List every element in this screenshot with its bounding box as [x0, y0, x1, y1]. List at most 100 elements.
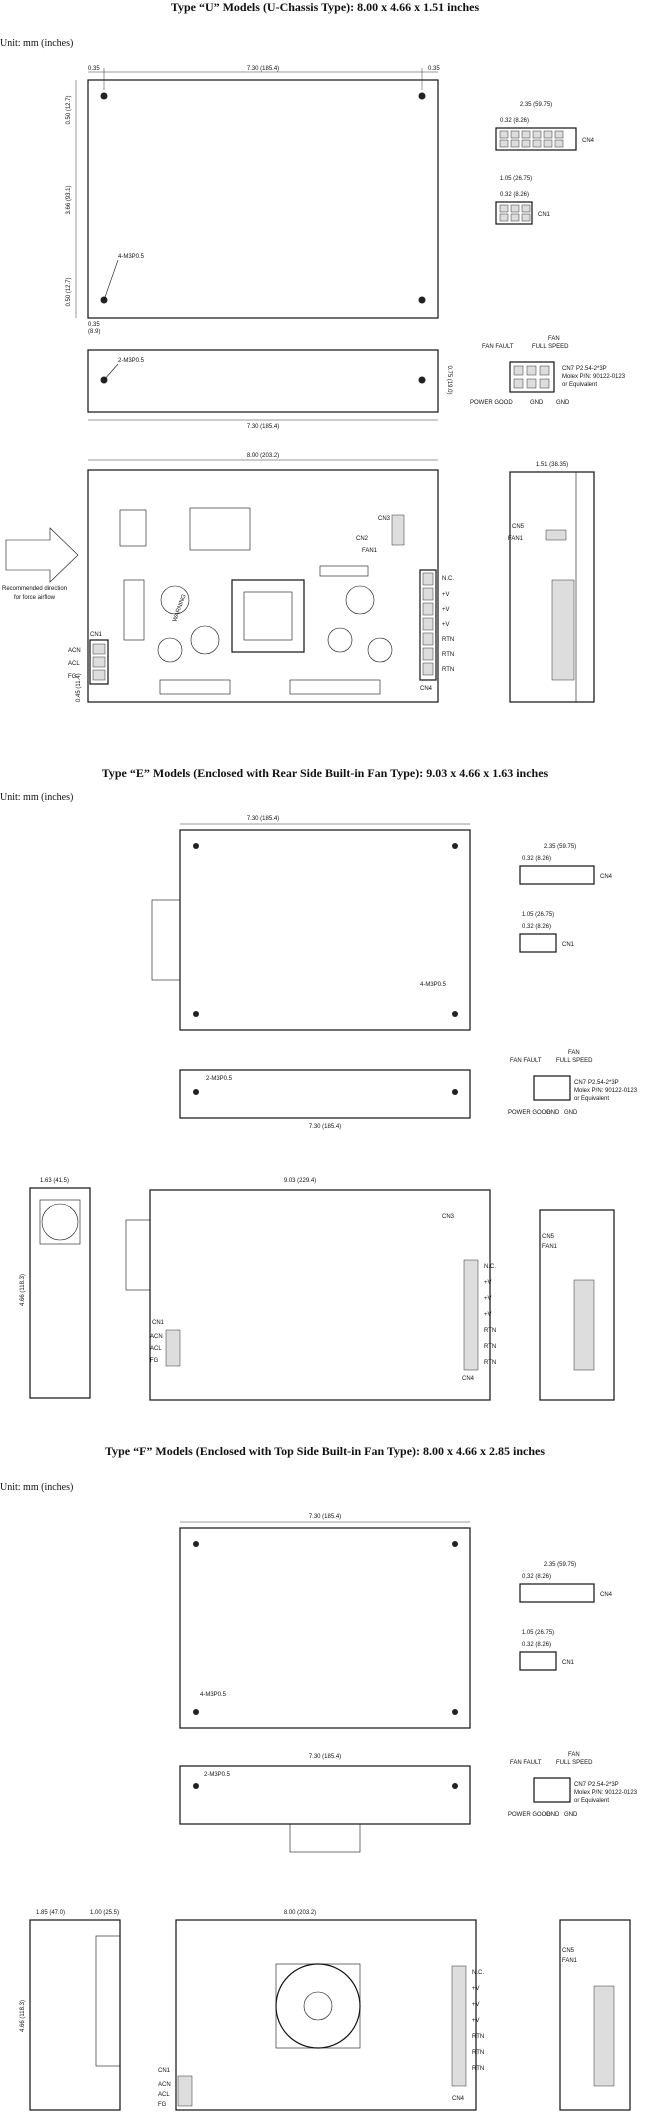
u-cn7-gnd2: GND — [556, 400, 570, 406]
f-cn7-spec1: P2.54-2*3P — [588, 1782, 619, 1788]
u-front-width: 8.00 (203.2) — [247, 453, 279, 459]
e-cn1-label: CN1 — [562, 942, 575, 948]
f-cn1-width: 1.05 (26.75) — [522, 1630, 554, 1636]
e-end-width: 1.63 (41.5) — [40, 1178, 69, 1184]
f-end-cn5: CN5 — [562, 1948, 575, 1954]
f-front-fg: FG — [158, 2102, 167, 2108]
f-cn4-pitch: 0.32 (8.26) — [522, 1574, 551, 1580]
e-front-width: 9.03 (229.4) — [284, 1178, 316, 1184]
u-connector-cn7: FAN FAULT FAN FULL SPEED CN7 P2.54-2*3P … — [470, 336, 626, 406]
f-out-6: RTN — [472, 2066, 484, 2072]
u-front-cn1: CN1 — [90, 632, 103, 638]
u-front-fg: FG — [68, 674, 77, 680]
e-front-cn1: CN1 — [152, 1320, 165, 1326]
f-out-4: RTN — [472, 2034, 484, 2040]
e-cn1-pitch: 0.32 (8.26) — [522, 924, 551, 930]
f-end-fan1: FAN1 — [562, 1958, 578, 1964]
e-cn7-fanfault: FAN FAULT — [510, 1058, 542, 1064]
u-cn1-width: 1.05 (26.75) — [500, 176, 532, 182]
f-out-5: RTN — [472, 2050, 484, 2056]
u-top-height: 3.66 (93.1) — [66, 185, 72, 214]
u-out-2: +V — [442, 607, 450, 613]
f-out-2: +V — [472, 2002, 480, 2008]
e-side-view: 2-M3P0.5 7.30 (185.4) — [179, 1069, 471, 1130]
u-out-0: N.C. — [442, 576, 454, 582]
section-u-drawing: 7.30 (185.4) 0.35 0.35 4-M3P0.5 0.50 (12… — [2, 66, 626, 703]
section-e-unit: Unit: mm (inches) — [0, 792, 74, 803]
f-cn7-pg: POWER GOOD — [508, 1812, 551, 1818]
u-out-4: RTN — [442, 637, 454, 643]
u-out-6: RTN — [442, 667, 454, 673]
e-cn7-spec3: or Equivalent — [574, 1096, 609, 1102]
u-cn7-spec1: P2.54-2*3P — [576, 366, 607, 372]
e-cn7-spec1: P2.54-2*3P — [588, 1080, 619, 1086]
f-end-height: 4.66 (118.3) — [20, 2000, 26, 2032]
e-side-width: 7.30 (185.4) — [309, 1124, 341, 1130]
e-cn7-label: CN7 — [574, 1080, 587, 1086]
f-front-acl: ACL — [158, 2092, 170, 2098]
u-cn7-fan: FAN — [548, 336, 560, 342]
u-top-view: 7.30 (185.4) 0.35 0.35 4-M3P0.5 0.50 (12… — [66, 66, 440, 335]
u-top-edge: 0.50 (12.7) — [66, 95, 72, 124]
u-end-cn5: CN5 — [512, 524, 525, 530]
e-end-fan1: FAN1 — [542, 1244, 558, 1250]
e-out-3: +V — [484, 1312, 492, 1318]
u-cn4-label: CN4 — [582, 138, 595, 144]
e-end-cn5: CN5 — [542, 1234, 555, 1240]
u-side-view: 2-M3P0.5 7.30 (185.4) 0.75 (19.0) — [87, 349, 452, 430]
f-side-width: 7.30 (185.4) — [309, 1754, 341, 1760]
u-top-bottom-edge: 0.50 (12.7) — [66, 277, 72, 306]
u-cn7-label: CN7 — [562, 366, 575, 372]
e-cn7-pg: POWER GOOD — [508, 1110, 551, 1116]
u-connector-cn1: 1.05 (26.75) 0.32 (8.26) CN1 — [495, 176, 551, 225]
f-connector-cn1: 1.05 (26.75) 0.32 (8.26) CN1 — [519, 1630, 575, 1671]
e-top-width: 7.30 (185.4) — [247, 816, 279, 822]
u-out-1: +V — [442, 592, 450, 598]
u-cn1-label: CN1 — [538, 212, 551, 218]
u-top-hole-label: 4-M3P0.5 — [118, 254, 145, 260]
e-front-acn: ACN — [150, 1334, 163, 1340]
f-end-view: CN5 FAN1 — [559, 1919, 631, 2111]
e-cn7-fullspeed: FULL SPEED — [556, 1058, 593, 1064]
u-top-right-offset: 0.35 — [428, 66, 440, 72]
f-front-cn4: CN4 — [452, 2096, 465, 2102]
f-side-view: 7.30 (185.4) 2-M3P0.5 — [179, 1754, 471, 1853]
f-cn1-pitch: 0.32 (8.26) — [522, 1642, 551, 1648]
e-end-height: 4.66 (118.3) — [20, 1274, 26, 1306]
e-front-acl: ACL — [150, 1346, 162, 1352]
u-top-offset-a: 0.35 — [88, 322, 100, 328]
u-cn1-pitch: 0.32 (8.26) — [500, 192, 529, 198]
f-cn7-fan: FAN — [568, 1752, 580, 1758]
u-top-left-offset: 0.35 — [88, 66, 100, 72]
f-top-hole: 4-M3P0.5 — [200, 1692, 227, 1698]
f-cn7-fanfault: FAN FAULT — [510, 1760, 542, 1766]
f-out-1: +V — [472, 1986, 480, 1992]
e-out-6: RTN — [484, 1360, 496, 1366]
e-cn4-pitch: 0.32 (8.26) — [522, 856, 551, 862]
u-top-offset-b: (8.9) — [88, 329, 100, 335]
u-end-width: 1.51 (38.35) — [536, 462, 568, 468]
f-cn4-label: CN4 — [600, 1592, 613, 1598]
e-out-1: +V — [484, 1280, 492, 1286]
e-front-fg: FG — [150, 1358, 159, 1364]
f-cn7-spec2: Molex P/N: 90122-0123 — [574, 1790, 638, 1796]
f-cn7-spec3: or Equivalent — [574, 1798, 609, 1804]
u-out-5: RTN — [442, 652, 454, 658]
u-cn7-gnd1: GND — [530, 400, 544, 406]
f-cn7-gnd2: GND — [564, 1812, 578, 1818]
e-cn4-label: CN4 — [600, 874, 613, 880]
f-out-3: +V — [472, 2018, 480, 2024]
f-cn7-fullspeed: FULL SPEED — [556, 1760, 593, 1766]
u-front-fan1: FAN1 — [362, 548, 378, 554]
u-cn4-width: 2.35 (59.75) — [520, 102, 552, 108]
f-front-cn1: CN1 — [158, 2068, 171, 2074]
e-front-cn3: CN3 — [442, 1214, 455, 1220]
e-connector-cn4: 2.35 (59.75) 0.32 (8.26) CN4 — [519, 844, 613, 885]
e-connector-cn7: FAN FAULT FAN FULL SPEED CN7 P2.54-2*3P … — [508, 1050, 638, 1116]
f-top-view: 7.30 (185.4) 4-M3P0.5 — [179, 1514, 471, 1729]
section-e-drawing: 7.30 (185.4) 4-M3P0.5 2.35 (59.75) 0.32 … — [20, 816, 638, 1401]
u-airflow-1: Recommended direction — [2, 586, 67, 592]
section-e-title: Type “E” Models (Enclosed with Rear Side… — [101, 766, 549, 780]
e-out-0: N.C. — [484, 1264, 496, 1270]
